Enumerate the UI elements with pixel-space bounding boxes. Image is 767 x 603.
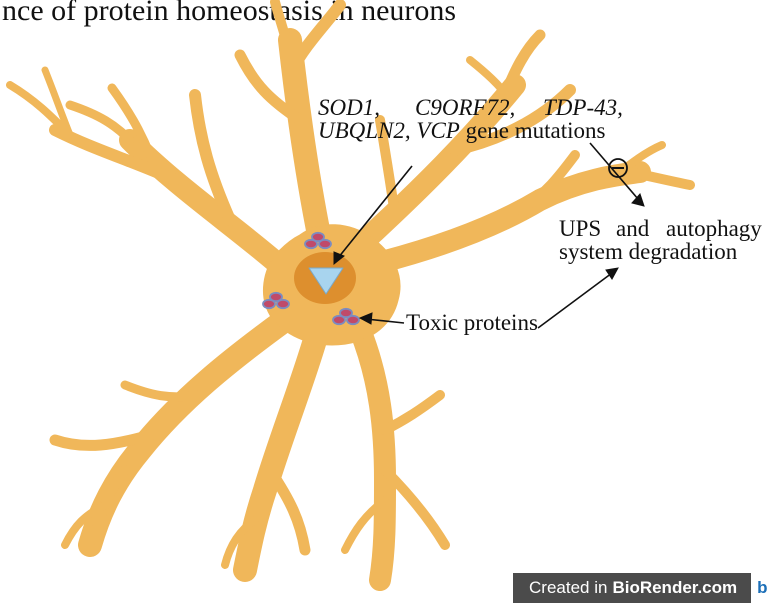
svg-text:SOD1,: SOD1, xyxy=(318,95,380,120)
gene-mutations-label: SOD1, C9ORF72, TDP-43, UBQLN2, VCP gene … xyxy=(318,95,623,143)
svg-text:UPS: UPS xyxy=(559,216,601,241)
watermark-brand: BioRender.com xyxy=(612,578,737,598)
svg-text:autophagy: autophagy xyxy=(666,216,762,241)
svg-text:TDP-43,: TDP-43, xyxy=(543,95,623,120)
figure-title: nce of protein homeostasis in neurons xyxy=(2,0,456,27)
svg-text:C9ORF72,: C9ORF72, xyxy=(415,95,515,120)
biorender-watermark: Created in BioRender.com bi xyxy=(513,573,767,603)
svg-text:system degradation: system degradation xyxy=(559,239,738,264)
watermark-prefix: Created in xyxy=(529,578,607,598)
biorender-logo-icon: bi xyxy=(751,573,767,603)
toxic-proteins-label: Toxic proteins xyxy=(406,310,538,335)
svg-text:UBQLN2, VCP gene mutations: UBQLN2, VCP gene mutations xyxy=(318,118,606,143)
svg-text:and: and xyxy=(616,216,650,241)
ups-autophagy-label: UPS and autophagy system degradation xyxy=(559,216,762,264)
